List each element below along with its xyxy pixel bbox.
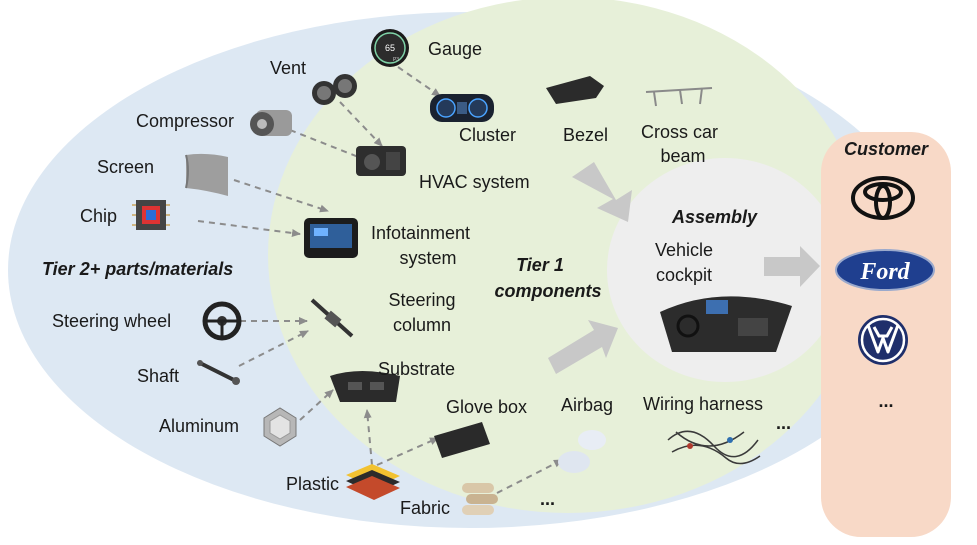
label-hvac-system: HVAC system (419, 172, 530, 192)
volkswagen-logo (858, 315, 908, 365)
label-substrate: Substrate (378, 359, 456, 379)
tier1-region (268, 0, 868, 513)
steering-wheel-image (202, 301, 242, 341)
toyota-logo (851, 176, 915, 220)
arrow-shaft-column (238, 330, 309, 367)
arrow-gauge-cluster (397, 66, 441, 97)
fabric-image (462, 483, 498, 515)
big-arrow-to-assembly-top (572, 162, 632, 222)
label-aluminum: Aluminum (159, 416, 240, 436)
gauge-image: 65 P3 (371, 29, 409, 67)
label-steering-column-line1: Steering (388, 290, 456, 310)
arrow-compressor-hvac (289, 129, 367, 161)
bezel-image (546, 76, 604, 104)
label-glove-box: Glove box (446, 397, 528, 417)
label-shaft: Shaft (137, 366, 180, 386)
tier1-more-ellipsis: ... (776, 413, 792, 433)
aluminum-image (263, 407, 297, 447)
arrow-aluminum-substrate (299, 389, 334, 421)
tier2-title: Tier 2+ parts/materials (42, 259, 234, 279)
label-airbag: Airbag (561, 395, 614, 415)
vehicle-cockpit-image (660, 296, 792, 352)
arrow-fabric-airbag (496, 459, 563, 494)
cross-car-beam-image (645, 87, 713, 107)
screen-image (185, 153, 228, 196)
assembly-vehicle-label: Vehicle (654, 240, 714, 260)
plastic-image (346, 464, 400, 500)
label-plastic: Plastic (286, 474, 340, 494)
label-steering-wheel: Steering wheel (52, 311, 172, 331)
customer-title: Customer (843, 139, 928, 159)
gauge-readout-value: 65 (385, 43, 395, 53)
big-arrow-to-customer (764, 246, 820, 287)
assembly-cockpit-label: cockpit (655, 265, 713, 285)
tier1-title-line1: Tier 1 (516, 255, 564, 275)
label-wiring-harness: Wiring harness (643, 394, 764, 414)
glove-box-image (434, 422, 490, 458)
vent-image (312, 74, 357, 105)
label-vent: Vent (270, 58, 307, 78)
label-chip: Chip (80, 206, 118, 226)
airbag-image (558, 430, 606, 473)
label-gauge: Gauge (428, 39, 483, 59)
chip-image (132, 200, 170, 230)
label-compressor: Compressor (136, 111, 235, 131)
arrow-plastic-glovebox (376, 437, 439, 466)
arrow-plastic-substrate (363, 409, 373, 466)
steering-column-image (310, 298, 354, 338)
ford-wordmark: Ford (859, 259, 910, 285)
hvac-image (356, 146, 406, 176)
arrow-screen-infotainment (233, 179, 329, 213)
big-arrow-to-assembly-bottom (548, 320, 618, 374)
label-cluster: Cluster (459, 125, 517, 145)
label-steering-column-line2: column (392, 315, 452, 335)
assembly-title: Assembly (672, 207, 758, 227)
label-infotainment-line1: Infotainment (371, 223, 471, 243)
gauge-readout-unit: P3 (393, 57, 399, 63)
cluster-image (430, 94, 494, 122)
wiring-harness-image (667, 430, 761, 465)
tier2-more-ellipsis: ... (540, 489, 556, 509)
infotainment-image (304, 218, 358, 258)
label-fabric: Fabric (400, 498, 451, 518)
tier1-title-line2: components (494, 281, 602, 301)
label-screen: Screen (97, 157, 155, 177)
label-cross-car-beam-line1: Cross car (641, 122, 719, 142)
shaft-image (197, 360, 240, 385)
label-bezel: Bezel (563, 125, 609, 145)
ford-logo: Ford (835, 249, 935, 291)
customer-more-ellipsis: ... (878, 391, 894, 411)
label-cross-car-beam-line2: beam (660, 146, 706, 166)
compressor-image (250, 110, 292, 136)
substrate-image (330, 371, 400, 402)
label-infotainment-line2: system (399, 248, 457, 268)
